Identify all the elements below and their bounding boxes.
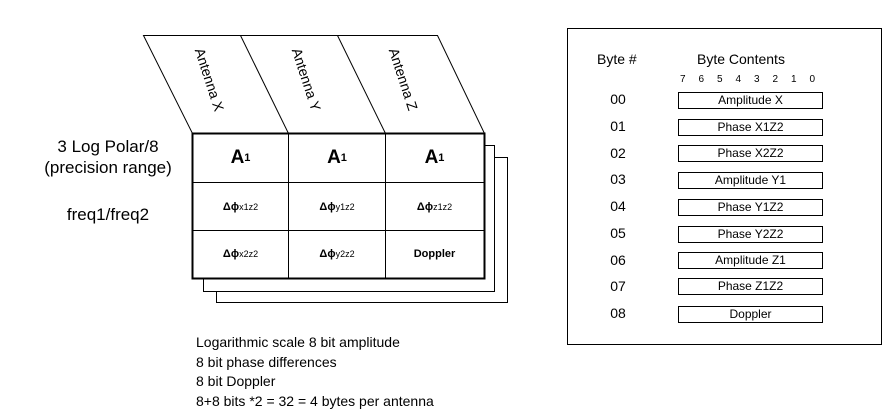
note-line: Logarithmic scale 8 bit amplitude — [196, 334, 400, 350]
byte-contents-header: Byte Contents — [697, 51, 785, 67]
bit-number: 2 — [772, 74, 779, 85]
note-line: 8+8 bits *2 = 32 = 4 bytes per antenna — [196, 392, 434, 409]
log-polar-label: 3 Log Polar/8 (precision range) — [28, 136, 188, 178]
byte-contents: Amplitude X — [678, 92, 823, 109]
notes: Logarithmic scale 8 bit amplitude 8 bit … — [196, 333, 434, 411]
byte-number: 03 — [610, 171, 626, 187]
freq-label: freq1/freq2 — [66, 205, 150, 224]
byte-number-header: Byte # — [597, 51, 637, 67]
bit-numbers: 7 6 5 4 3 2 1 0 — [680, 74, 828, 85]
header-divider — [337, 35, 386, 134]
log-polar-line: 3 Log Polar/8 — [57, 137, 159, 156]
bit-number: 0 — [809, 74, 816, 85]
byte-number: 08 — [610, 305, 626, 321]
bit-number: 5 — [717, 74, 723, 85]
bit-number: 4 — [735, 74, 742, 85]
bit-number: 3 — [754, 74, 760, 85]
main-grid — [191, 132, 486, 280]
byte-contents: Phase Y1Z2 — [678, 199, 823, 216]
byte-number: 06 — [610, 252, 626, 268]
doppler-cell: Doppler — [413, 248, 456, 260]
byte-contents: Doppler — [678, 306, 823, 323]
byte-contents: Amplitude Y1 — [678, 172, 823, 189]
precision-range-line: (precision range) — [44, 158, 172, 177]
byte-number: 01 — [610, 118, 626, 134]
byte-number: 00 — [610, 91, 626, 107]
byte-contents: Amplitude Z1 — [678, 252, 823, 269]
byte-table-panel — [567, 28, 882, 345]
byte-contents: Phase Y2Z2 — [678, 226, 823, 243]
note-line: 8 bit phase differences — [196, 353, 337, 370]
bit-number: 6 — [698, 74, 705, 85]
byte-contents: Phase Z1Z2 — [678, 278, 823, 295]
byte-number: 02 — [610, 145, 626, 161]
bit-number: 1 — [791, 74, 797, 85]
byte-number: 07 — [610, 278, 626, 294]
byte-contents: Phase X1Z2 — [678, 119, 823, 136]
byte-contents: Phase X2Z2 — [678, 145, 823, 162]
bit-number: 7 — [680, 74, 686, 85]
header-divider — [240, 35, 289, 134]
byte-number: 05 — [610, 225, 626, 241]
byte-number: 04 — [610, 198, 626, 214]
note-line: 8 bit Doppler — [196, 373, 276, 389]
